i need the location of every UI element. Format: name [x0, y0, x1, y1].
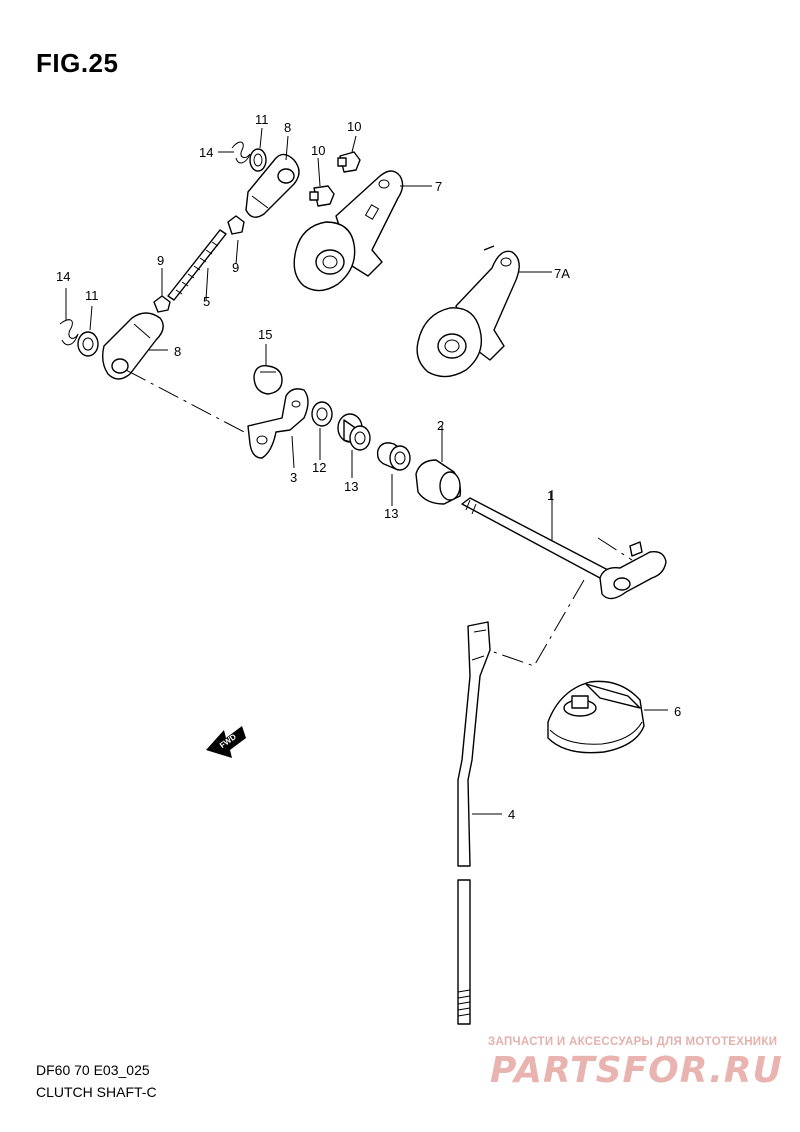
callout-1: 1 — [547, 488, 554, 503]
bushing-2 — [415, 426, 462, 505]
assembly-line-rod — [487, 579, 585, 667]
callout-10-lower: 10 — [311, 143, 325, 158]
watermark-tagline: ЗАПЧАСТИ И АКСЕССУАРЫ ДЛЯ МОТОТЕХНИКИ — [488, 1036, 778, 1048]
callout-10-upper: 10 — [347, 119, 361, 134]
callout-13-lower: 13 — [384, 506, 398, 521]
diagram-name: CLUTCH SHAFT-C — [36, 1084, 157, 1100]
callout-9-upper: 9 — [232, 260, 239, 275]
bolt-10-upper — [337, 135, 361, 173]
washer-11-lower — [77, 305, 99, 357]
nut-15 — [253, 344, 283, 395]
callout-11-lower: 11 — [85, 288, 99, 303]
callout-8-lower: 8 — [174, 344, 181, 359]
callout-5: 5 — [203, 294, 210, 309]
bushing-13-lower — [376, 442, 411, 506]
callout-7a: 7A — [554, 266, 570, 281]
diagram-code: DF60 70 E03_025 — [36, 1062, 150, 1078]
assembly-line-clevis — [125, 369, 245, 433]
pivot-cap-6 — [547, 680, 668, 754]
fwd-arrow-icon: FWD — [206, 726, 246, 758]
watermark-logo: PARTSFOR.RU — [490, 1050, 783, 1091]
nut-9-lower — [153, 268, 171, 313]
bracket-3 — [247, 388, 309, 469]
clip-14-upper — [218, 141, 251, 164]
clip-14-lower — [59, 288, 79, 346]
callout-12: 12 — [312, 460, 326, 475]
clevis-8-lower — [101, 312, 168, 380]
nut-9-upper — [227, 215, 245, 265]
callout-11-upper: 11 — [255, 112, 269, 127]
callout-7: 7 — [435, 179, 442, 194]
bushing-13-upper — [337, 413, 371, 478]
callout-8-upper: 8 — [284, 120, 291, 135]
shift-rod-4 — [457, 621, 502, 1025]
callout-4: 4 — [508, 807, 515, 822]
threaded-rod-5 — [167, 229, 227, 301]
lever-arm-7a — [416, 245, 552, 378]
callout-2: 2 — [437, 418, 444, 433]
assembly-line-shaft — [597, 537, 633, 561]
clutch-shaft-1 — [461, 490, 667, 600]
washer-12 — [311, 401, 333, 460]
lever-arm-7 — [293, 170, 432, 292]
callout-6: 6 — [674, 704, 681, 719]
callout-14-upper: 14 — [199, 145, 213, 160]
callout-9-lower: 9 — [157, 253, 164, 268]
figure-title: FIG.25 — [36, 48, 119, 78]
washer-11-upper — [249, 127, 267, 172]
callout-13-upper: 13 — [344, 479, 358, 494]
callout-14-lower: 14 — [56, 269, 70, 284]
callout-15: 15 — [258, 327, 272, 342]
callout-3: 3 — [290, 470, 297, 485]
bolt-10-lower — [309, 157, 335, 207]
clevis-8-upper — [245, 135, 300, 218]
